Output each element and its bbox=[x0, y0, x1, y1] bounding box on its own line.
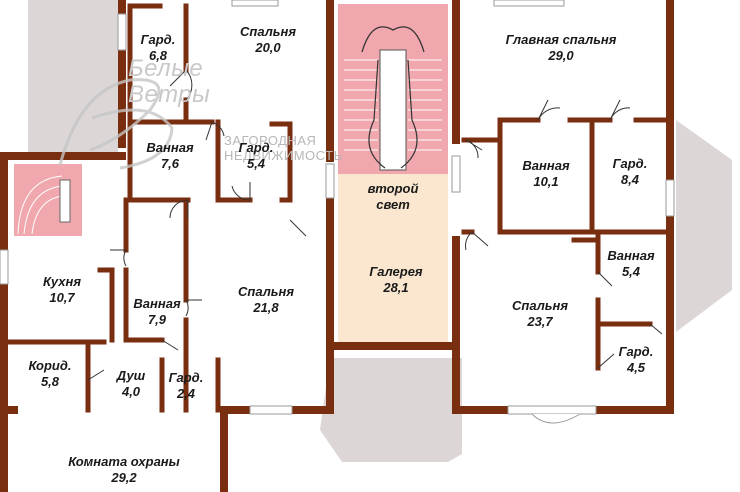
exterior-areas bbox=[28, 0, 732, 462]
bottom-bay bbox=[320, 358, 462, 462]
doors bbox=[87, 69, 663, 381]
room-label-gard-3: Гард.8,4 bbox=[612, 156, 648, 187]
watermark-line-2: НЕДВИЖИМОСТЬ bbox=[224, 148, 343, 163]
room-label-gard-1: Гард.6,8 bbox=[140, 32, 176, 63]
kitchen-stair bbox=[14, 164, 82, 236]
watermark-line-1: ЗАГОРОДНАЯ bbox=[224, 133, 317, 148]
watermark-logo-line-2: Ветры bbox=[128, 81, 211, 108]
main-stair bbox=[338, 4, 448, 174]
watermark-logo bbox=[58, 78, 174, 170]
watermark-text: ЗАГОРОДНАЯ НЕДВИЖИМОСТЬ bbox=[224, 133, 343, 163]
room-label-gard-5: Гард.2,4 bbox=[168, 370, 204, 401]
second-light-label: второй свет bbox=[367, 181, 419, 212]
room-label-gard-4: Гард.4,5 bbox=[618, 344, 654, 375]
bay-window bbox=[531, 413, 581, 424]
inner-walls bbox=[5, 3, 669, 413]
room-label-gard-2: Гард.5,4 bbox=[238, 140, 274, 171]
right-terrace bbox=[676, 120, 732, 332]
watermark-logo-text: Белые Ветры bbox=[128, 56, 210, 108]
watermark-logo-line-1: Белые bbox=[128, 55, 204, 82]
room-label-korid: Корид.5,8 bbox=[28, 358, 72, 389]
windows bbox=[0, 0, 675, 415]
